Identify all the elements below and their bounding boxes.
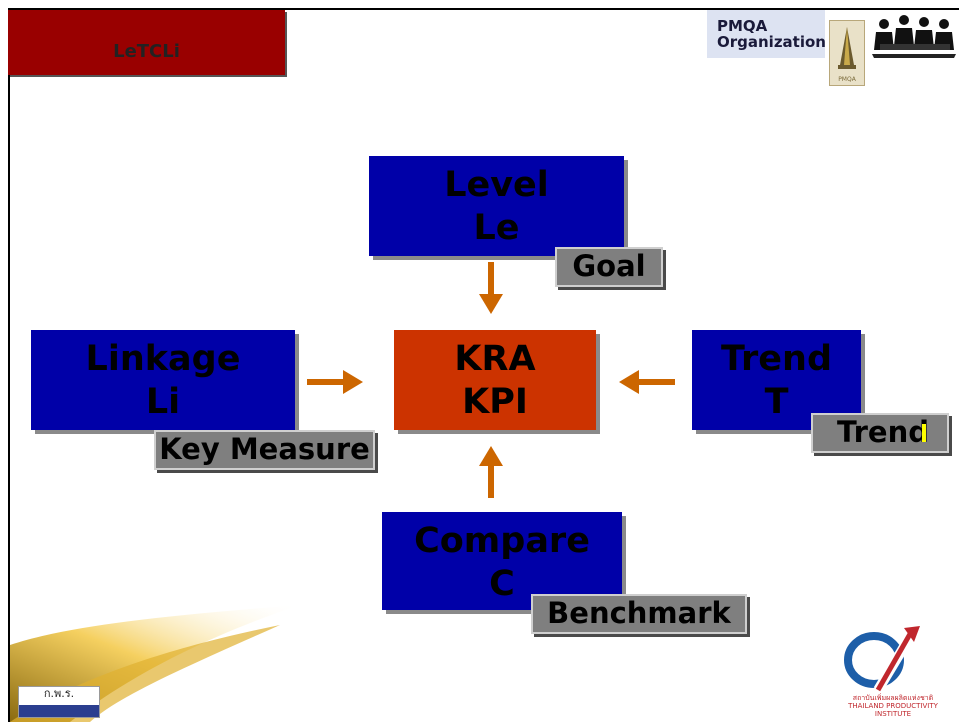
linkage-label: Linkage [85,339,241,379]
kra-kpi-box: KRA KPI [394,330,596,430]
pmqa-label-line1: PMQA [717,17,768,35]
ftpi-caption: สถาบันเพิ่มผลผลิตแห่งชาติ THAILAND PRODU… [848,694,938,718]
benchmark-tag: Benchmark [531,594,747,634]
meeting-people-icon [872,15,956,58]
pmqa-logo: PMQA [829,20,865,86]
text-cursor [922,424,926,442]
slide-title-text: LeTCLi [113,41,180,62]
linkage-abbrev: Li [145,382,181,422]
ocsc-logo: ก.พ.ร. [18,686,100,718]
level-box: Level Le [369,156,624,256]
trend-tag: Trend [811,413,949,453]
goal-tag: Goal [555,247,663,287]
kpi-label: KPI [462,382,528,422]
ocsc-name: ก.พ.ร. [43,687,75,700]
level-label: Level [444,165,549,205]
trend-abbrev: T [764,382,789,422]
pmqa-logo-text: PMQA [838,76,856,83]
slide-title: LeTCLi [8,10,285,75]
pmqa-emblem-icon [838,27,856,69]
ftpi-logo [844,626,920,693]
pmqa-label-line2: Organization [717,33,826,51]
arrow-down-icon [479,262,503,314]
trend-label: Trend [721,339,832,379]
ocsc-bar [19,705,99,717]
compare-label: Compare [414,521,590,561]
arrow-up-icon [479,446,503,498]
linkage-box: Linkage Li [31,330,295,430]
arrow-left-icon [619,370,675,394]
compare-abbrev: C [489,564,515,604]
pmqa-organization-label: PMQA Organization [707,10,826,58]
key-measure-tag: Key Measure [154,430,375,470]
slide-frame [8,8,959,722]
kra-label: KRA [454,339,536,379]
compare-box: Compare C [382,512,622,610]
arrow-right-icon [307,370,363,394]
level-abbrev: Le [473,208,520,248]
